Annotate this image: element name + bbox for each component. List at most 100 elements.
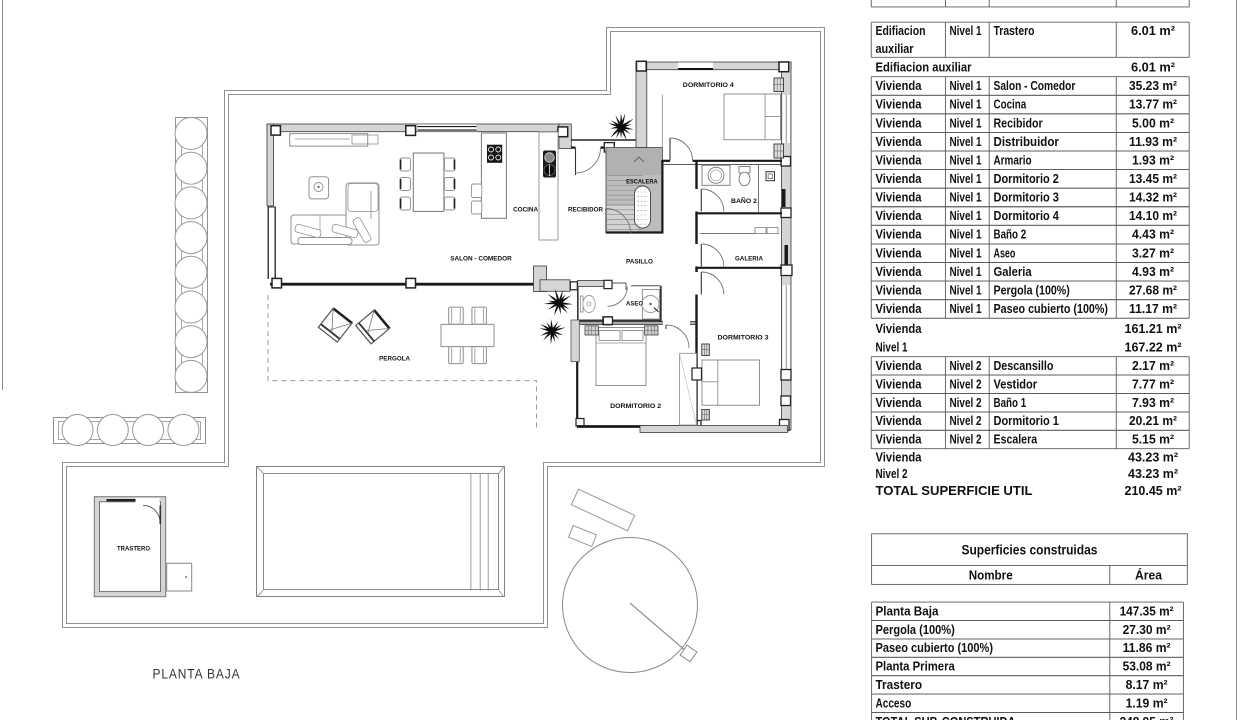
svg-text:2.17 m²: 2.17 m²	[1132, 359, 1174, 373]
svg-text:Dormitorio 2: Dormitorio 2	[994, 172, 1059, 186]
svg-text:Nivel 2: Nivel 2	[950, 359, 982, 373]
svg-text:Baño 2: Baño 2	[994, 228, 1027, 242]
svg-text:Vivienda: Vivienda	[876, 322, 923, 336]
svg-text:Vivienda: Vivienda	[876, 450, 923, 464]
svg-text:Nivel 1: Nivel 1	[950, 24, 982, 38]
svg-text:Nivel 1: Nivel 1	[950, 191, 982, 205]
svg-text:Cocina: Cocina	[994, 98, 1027, 112]
svg-text:Nivel 1: Nivel 1	[950, 283, 982, 297]
svg-text:Vivienda: Vivienda	[876, 98, 923, 112]
svg-text:Nivel 1: Nivel 1	[950, 265, 982, 279]
svg-text:Vivienda: Vivienda	[876, 116, 923, 130]
svg-text:Nombre: Nombre	[969, 568, 1013, 582]
svg-text:35.23 m²: 35.23 m²	[1129, 79, 1177, 93]
svg-text:Pergola (100%): Pergola (100%)	[994, 283, 1070, 297]
svg-text:BAÑO 2: BAÑO 2	[731, 196, 757, 205]
svg-text:PERGOLA: PERGOLA	[379, 355, 410, 362]
svg-text:Vivienda: Vivienda	[876, 191, 923, 205]
svg-text:Nivel 1: Nivel 1	[950, 79, 982, 93]
svg-text:RECIBIDOR: RECIBIDOR	[568, 206, 603, 213]
svg-text:Nivel 1: Nivel 1	[950, 172, 982, 186]
svg-text:43.23 m²: 43.23 m²	[1128, 450, 1178, 464]
svg-text:TRASTERO: TRASTERO	[117, 545, 150, 552]
svg-text:DORMITORIO 2: DORMITORIO 2	[610, 403, 661, 410]
svg-text:Dormitorio 3: Dormitorio 3	[994, 191, 1059, 205]
svg-text:Armario: Armario	[994, 153, 1032, 167]
svg-text:161.21 m²: 161.21 m²	[1125, 322, 1182, 336]
svg-text:PASILLO: PASILLO	[626, 258, 653, 265]
svg-text:SALON - COMEDOR: SALON - COMEDOR	[450, 256, 512, 263]
svg-text:DORMITORIO 3: DORMITORIO 3	[718, 335, 769, 342]
svg-text:8.17 m²: 8.17 m²	[1126, 678, 1168, 692]
svg-text:TOTAL SUP. CONSTRUIDA: TOTAL SUP. CONSTRUIDA	[876, 715, 1016, 720]
svg-text:Recibidor: Recibidor	[994, 116, 1043, 130]
svg-text:Nivel 2: Nivel 2	[950, 396, 982, 410]
svg-text:Nivel 1: Nivel 1	[950, 135, 982, 149]
svg-text:GALERIA: GALERIA	[735, 255, 763, 262]
svg-text:Trastero: Trastero	[876, 678, 923, 692]
svg-text:3.27 m²: 3.27 m²	[1132, 246, 1174, 260]
svg-text:Nivel 1: Nivel 1	[950, 246, 982, 260]
svg-text:Vivienda: Vivienda	[876, 79, 923, 93]
svg-text:Edifiacion auxiliar: Edifiacion auxiliar	[876, 60, 972, 74]
svg-text:5.00 m²: 5.00 m²	[1132, 116, 1174, 130]
svg-text:Paseo cubierto (100%): Paseo cubierto (100%)	[994, 302, 1109, 316]
svg-text:Vivienda: Vivienda	[876, 172, 923, 186]
svg-text:43.23 m²: 43.23 m²	[1128, 467, 1178, 481]
svg-text:Nivel 1: Nivel 1	[950, 116, 982, 130]
svg-text:14.10 m²: 14.10 m²	[1129, 209, 1177, 223]
svg-text:Nivel 1: Nivel 1	[950, 98, 982, 112]
svg-text:Nivel 1: Nivel 1	[950, 153, 982, 167]
svg-text:27.68 m²: 27.68 m²	[1129, 283, 1177, 297]
svg-text:Vivienda: Vivienda	[876, 433, 923, 447]
svg-text:Nivel 1: Nivel 1	[950, 302, 982, 316]
svg-text:Edifiacion: Edifiacion	[876, 24, 926, 38]
svg-text:DORMITORIO 4: DORMITORIO 4	[683, 82, 734, 89]
svg-text:Vestidor: Vestidor	[994, 377, 1038, 391]
svg-text:Baño 1: Baño 1	[994, 396, 1027, 410]
svg-text:Vivienda: Vivienda	[876, 396, 923, 410]
svg-text:Vivienda: Vivienda	[876, 302, 923, 316]
svg-text:13.77 m²: 13.77 m²	[1129, 98, 1177, 112]
svg-text:Nivel 2: Nivel 2	[950, 414, 982, 428]
svg-text:4.43 m²: 4.43 m²	[1132, 228, 1174, 242]
svg-text:53.08 m²: 53.08 m²	[1123, 660, 1171, 674]
svg-text:Galeria: Galeria	[994, 265, 1033, 279]
svg-text:5.15 m²: 5.15 m²	[1132, 433, 1174, 447]
svg-text:Nivel 1: Nivel 1	[950, 209, 982, 223]
svg-text:Nivel 2: Nivel 2	[876, 467, 908, 481]
svg-text:11.93 m²: 11.93 m²	[1129, 135, 1177, 149]
svg-text:Vivienda: Vivienda	[876, 228, 923, 242]
svg-text:Salon - Comedor: Salon - Comedor	[994, 79, 1076, 93]
svg-text:TOTAL SUPERFICIE UTIL: TOTAL SUPERFICIE UTIL	[876, 484, 1033, 498]
svg-text:auxiliar: auxiliar	[876, 42, 914, 56]
svg-text:ASEO: ASEO	[626, 300, 643, 307]
svg-text:7.77 m²: 7.77 m²	[1132, 377, 1174, 391]
svg-text:Pergola (100%): Pergola (100%)	[876, 623, 955, 637]
svg-text:COCINA: COCINA	[513, 206, 538, 213]
svg-text:167.22 m²: 167.22 m²	[1125, 341, 1182, 355]
svg-text:13.45 m²: 13.45 m²	[1129, 172, 1177, 186]
svg-text:Nivel 1: Nivel 1	[950, 228, 982, 242]
svg-text:Descansillo: Descansillo	[994, 359, 1054, 373]
svg-text:11.17 m²: 11.17 m²	[1129, 302, 1177, 316]
svg-text:Área: Área	[1135, 567, 1163, 582]
svg-text:6.01 m²: 6.01 m²	[1131, 60, 1175, 74]
svg-text:7.93 m²: 7.93 m²	[1132, 396, 1174, 410]
svg-text:Trastero: Trastero	[994, 24, 1035, 38]
svg-text:ESCALERA: ESCALERA	[626, 178, 658, 185]
svg-text:20.21 m²: 20.21 m²	[1129, 414, 1177, 428]
svg-text:Paseo cubierto (100%): Paseo cubierto (100%)	[876, 641, 994, 655]
svg-text:Vivienda: Vivienda	[876, 377, 923, 391]
svg-text:248.95 m²: 248.95 m²	[1120, 715, 1174, 720]
svg-text:Vivienda: Vivienda	[876, 414, 923, 428]
svg-text:1.93 m²: 1.93 m²	[1132, 153, 1174, 167]
svg-text:Aseo: Aseo	[994, 246, 1016, 260]
svg-text:14.32 m²: 14.32 m²	[1129, 191, 1177, 205]
svg-text:Distribuidor: Distribuidor	[994, 135, 1059, 149]
svg-text:Vivienda: Vivienda	[876, 153, 923, 167]
svg-text:Planta Primera: Planta Primera	[876, 660, 956, 674]
svg-text:Dormitorio 1: Dormitorio 1	[994, 414, 1059, 428]
svg-text:11.86 m²: 11.86 m²	[1123, 641, 1171, 655]
svg-text:1.19 m²: 1.19 m²	[1126, 696, 1168, 710]
